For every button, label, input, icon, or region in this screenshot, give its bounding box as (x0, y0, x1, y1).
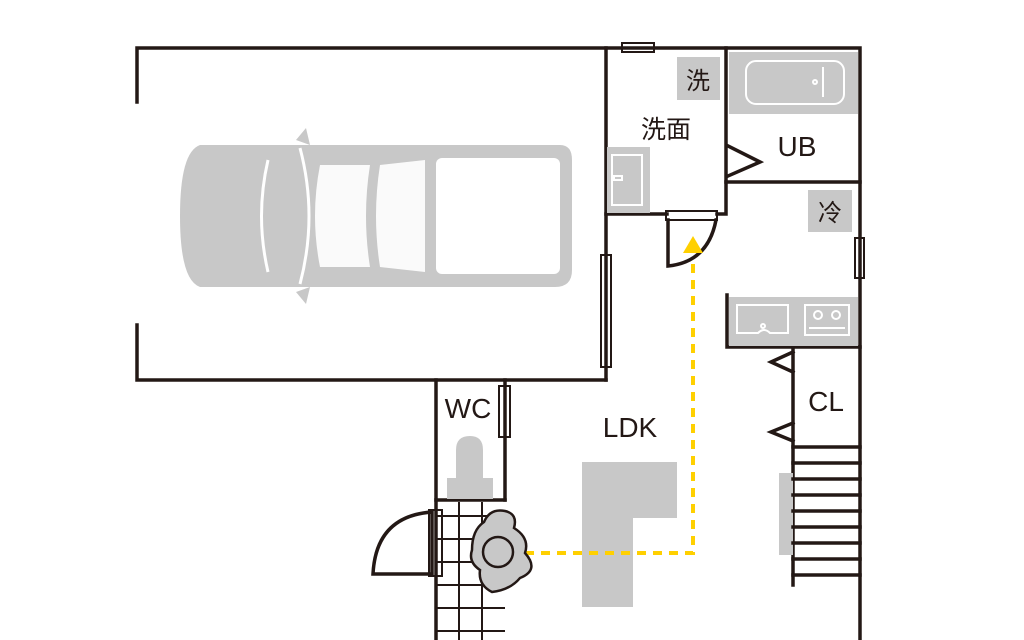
car-icon (180, 128, 572, 304)
kitchen-counter (729, 297, 858, 346)
entrance-door[interactable] (371, 509, 443, 577)
closet-label: CL (808, 386, 844, 417)
walls (135, 46, 862, 640)
bath-label: UB (778, 131, 817, 162)
washroom-label: 洗面 (641, 115, 691, 144)
windows (498, 42, 865, 438)
stairs (779, 445, 862, 577)
walking-route (525, 236, 703, 555)
washbasin-icon (607, 147, 650, 213)
arrow-up-icon (683, 236, 703, 253)
closet-folding-door[interactable] (766, 349, 796, 444)
toilet-label: WC (445, 393, 492, 424)
washroom-door[interactable] (665, 210, 719, 268)
washer-mark-box (677, 57, 720, 100)
bathtub-icon (729, 52, 858, 114)
fridge-mark-box (808, 190, 852, 232)
washer-label: 洗 (686, 67, 710, 95)
bath-folding-door[interactable] (725, 143, 765, 179)
fridge-label: 冷 (818, 199, 842, 227)
person-icon (469, 509, 533, 594)
dining-table (582, 462, 677, 607)
toilet-icon (447, 436, 493, 499)
ldk-label: LDK (603, 412, 658, 443)
